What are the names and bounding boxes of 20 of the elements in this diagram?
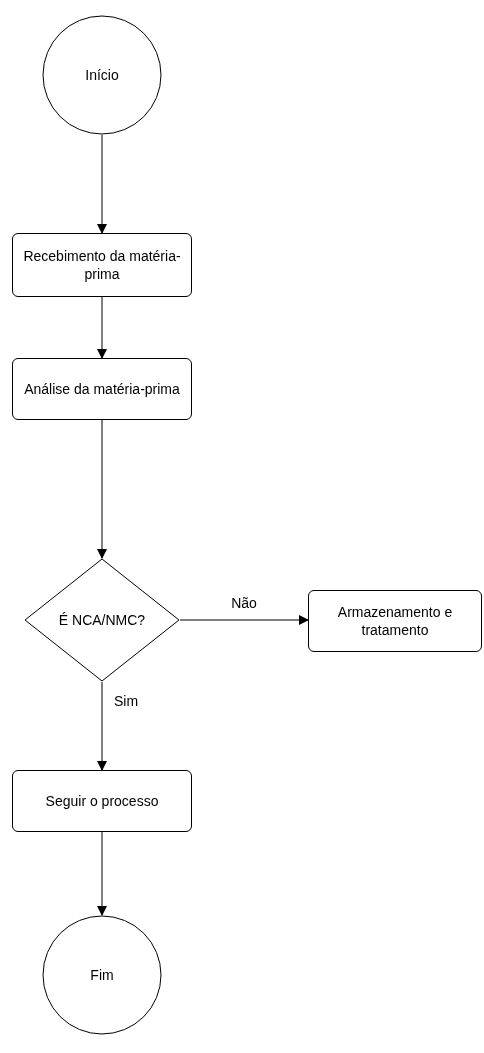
node-text: Fim [90, 965, 114, 985]
arrow [179, 615, 309, 625]
arrow [97, 831, 107, 916]
node-text: Análise da matéria-prima [24, 379, 180, 399]
node-text: É NCA/NMC? [58, 610, 146, 630]
node-text: Seguir o processo [45, 791, 159, 811]
process-box [12, 770, 192, 832]
arrow [97, 419, 107, 559]
process-box [308, 590, 482, 652]
arrow [97, 681, 107, 771]
node-text: Recebimento da matéria-prima [22, 246, 182, 284]
decision-diamond [24, 558, 180, 682]
terminal-circle [42, 15, 162, 135]
arrow [97, 134, 107, 234]
node-text: Início [85, 65, 119, 85]
process-box [12, 358, 192, 420]
terminal-circle [42, 915, 162, 1035]
arrow [97, 296, 107, 359]
process-box [12, 233, 192, 297]
node-text: Armazenamento e tratamento [336, 602, 454, 640]
